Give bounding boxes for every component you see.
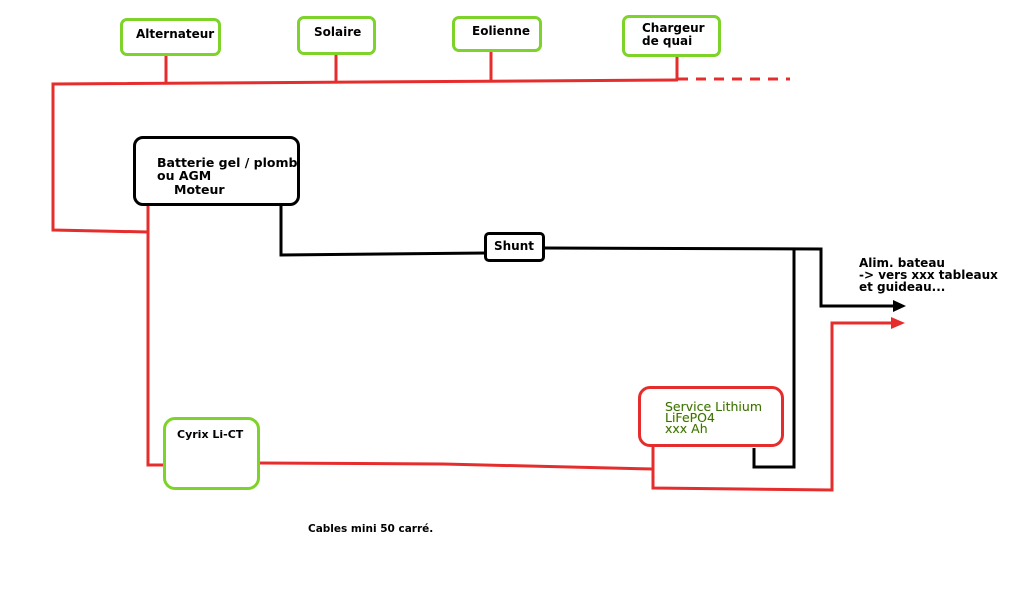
lithium-negative-wire	[752, 250, 796, 469]
lithium-positive-output-wire	[651, 321, 893, 492]
cyrix-to-lithium-wire	[257, 461, 654, 471]
engine-battery-line3: Moteur	[174, 182, 225, 197]
eolienne-box	[452, 16, 542, 52]
service-lithium-line1: Service Lithium	[665, 399, 763, 414]
chargeur-label-line1: Chargeur	[642, 21, 705, 35]
alternateur-label: Alternateur	[136, 27, 215, 41]
chargeur-label-line2: de quai	[642, 34, 693, 48]
output-label-line1: Alim. bateau	[859, 256, 945, 270]
engine-battery-box	[133, 136, 300, 206]
chargeur-box	[622, 15, 721, 57]
cyrix-box	[163, 417, 260, 490]
shunt-label: Shunt	[494, 239, 535, 253]
service-lithium-line2: LiFePO4	[665, 410, 715, 425]
shunt-box	[484, 232, 545, 262]
service-lithium-box	[638, 386, 784, 447]
battery-to-shunt-wire	[279, 198, 488, 257]
service-lithium-label: Service Lithium LiFePO4 xxx Ah	[665, 399, 763, 436]
output-label-line2: -> vers xxx tableaux	[859, 268, 998, 282]
engine-battery-line1: Batterie gel / plomb	[157, 155, 298, 170]
negative-wires	[279, 198, 906, 469]
positive-bus	[51, 78, 679, 234]
engine-battery-line2: ou AGM	[157, 168, 212, 183]
negative-output-arrow	[893, 300, 906, 312]
solaire-box	[297, 16, 376, 55]
shunt-to-output-wire	[544, 246, 895, 308]
solaire-label: Solaire	[314, 25, 362, 39]
cyrix-label: Cyrix Li-CT	[177, 428, 244, 441]
eolienne-label: Eolienne	[472, 24, 531, 38]
positive-wires	[51, 52, 905, 492]
cable-note: Cables mini 50 carré.	[308, 523, 434, 535]
positive-output-arrow	[891, 317, 905, 329]
service-lithium-line3: xxx Ah	[665, 421, 708, 436]
output-label-line3: et guideau...	[859, 280, 946, 294]
alternateur-box	[120, 18, 221, 56]
battery-to-cyrix-wire	[146, 200, 164, 467]
